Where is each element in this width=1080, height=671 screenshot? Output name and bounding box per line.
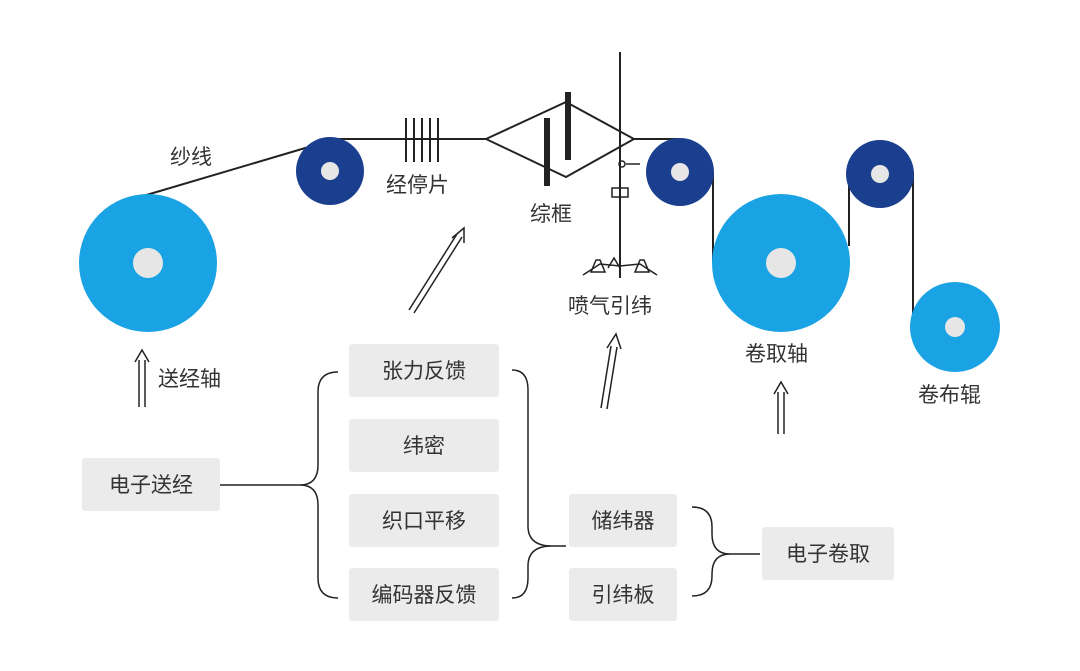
arrow-diag-drop-wire-icon — [408, 226, 465, 314]
svg-text:电子送经: 电子送经 — [109, 473, 193, 497]
arrow-diag-air-jet-icon — [600, 332, 622, 410]
box-electronic-let-off: 电子送经 — [82, 458, 220, 511]
connectors — [220, 369, 760, 599]
svg-text:引纬板: 引纬板 — [592, 583, 655, 607]
svg-text:编码器反馈: 编码器反馈 — [372, 583, 477, 607]
box-weft-accumulator: 储纬器 — [569, 494, 677, 547]
cloth-roller — [910, 282, 1000, 372]
yarn-path — [142, 52, 914, 326]
heald-frame-bars — [544, 92, 571, 186]
warp-beam-label: 送经轴 — [158, 367, 221, 391]
svg-text:纬密: 纬密 — [403, 434, 445, 458]
drop-wires — [405, 118, 439, 162]
svg-text:电子卷取: 电子卷取 — [786, 542, 870, 566]
second-dark-roller — [846, 140, 914, 208]
box-encoder-feedback: 编码器反馈 — [349, 568, 499, 621]
box-tension-feedback: 张力反馈 — [349, 344, 499, 397]
air-jet-nozzle — [582, 160, 658, 276]
arrows — [134, 226, 789, 434]
front-roller — [646, 138, 714, 206]
yarn-label: 纱线 — [170, 145, 212, 169]
svg-text:张力反馈: 张力反馈 — [382, 359, 466, 383]
box-weft-insertion-board: 引纬板 — [569, 568, 677, 621]
warp-beam — [79, 194, 217, 332]
heald-frame-label: 综框 — [530, 202, 572, 226]
box-weft-density: 纬密 — [349, 419, 499, 472]
cloth-roller-label: 卷布辊 — [918, 383, 981, 407]
back-roller — [296, 137, 364, 205]
drop-wire-label: 经停片 — [386, 173, 449, 197]
arrow-up-take-up-icon — [773, 380, 789, 434]
box-electronic-take-up: 电子卷取 — [762, 527, 894, 580]
take-up-beam — [712, 194, 850, 332]
take-up-beam-label: 卷取轴 — [745, 342, 808, 366]
air-jet-label: 喷气引纬 — [568, 294, 652, 318]
svg-text:织口平移: 织口平移 — [382, 509, 466, 533]
svg-text:储纬器: 储纬器 — [592, 509, 655, 533]
arrow-up-warp-beam-icon — [134, 348, 150, 407]
box-fell-shift: 织口平移 — [349, 494, 499, 547]
